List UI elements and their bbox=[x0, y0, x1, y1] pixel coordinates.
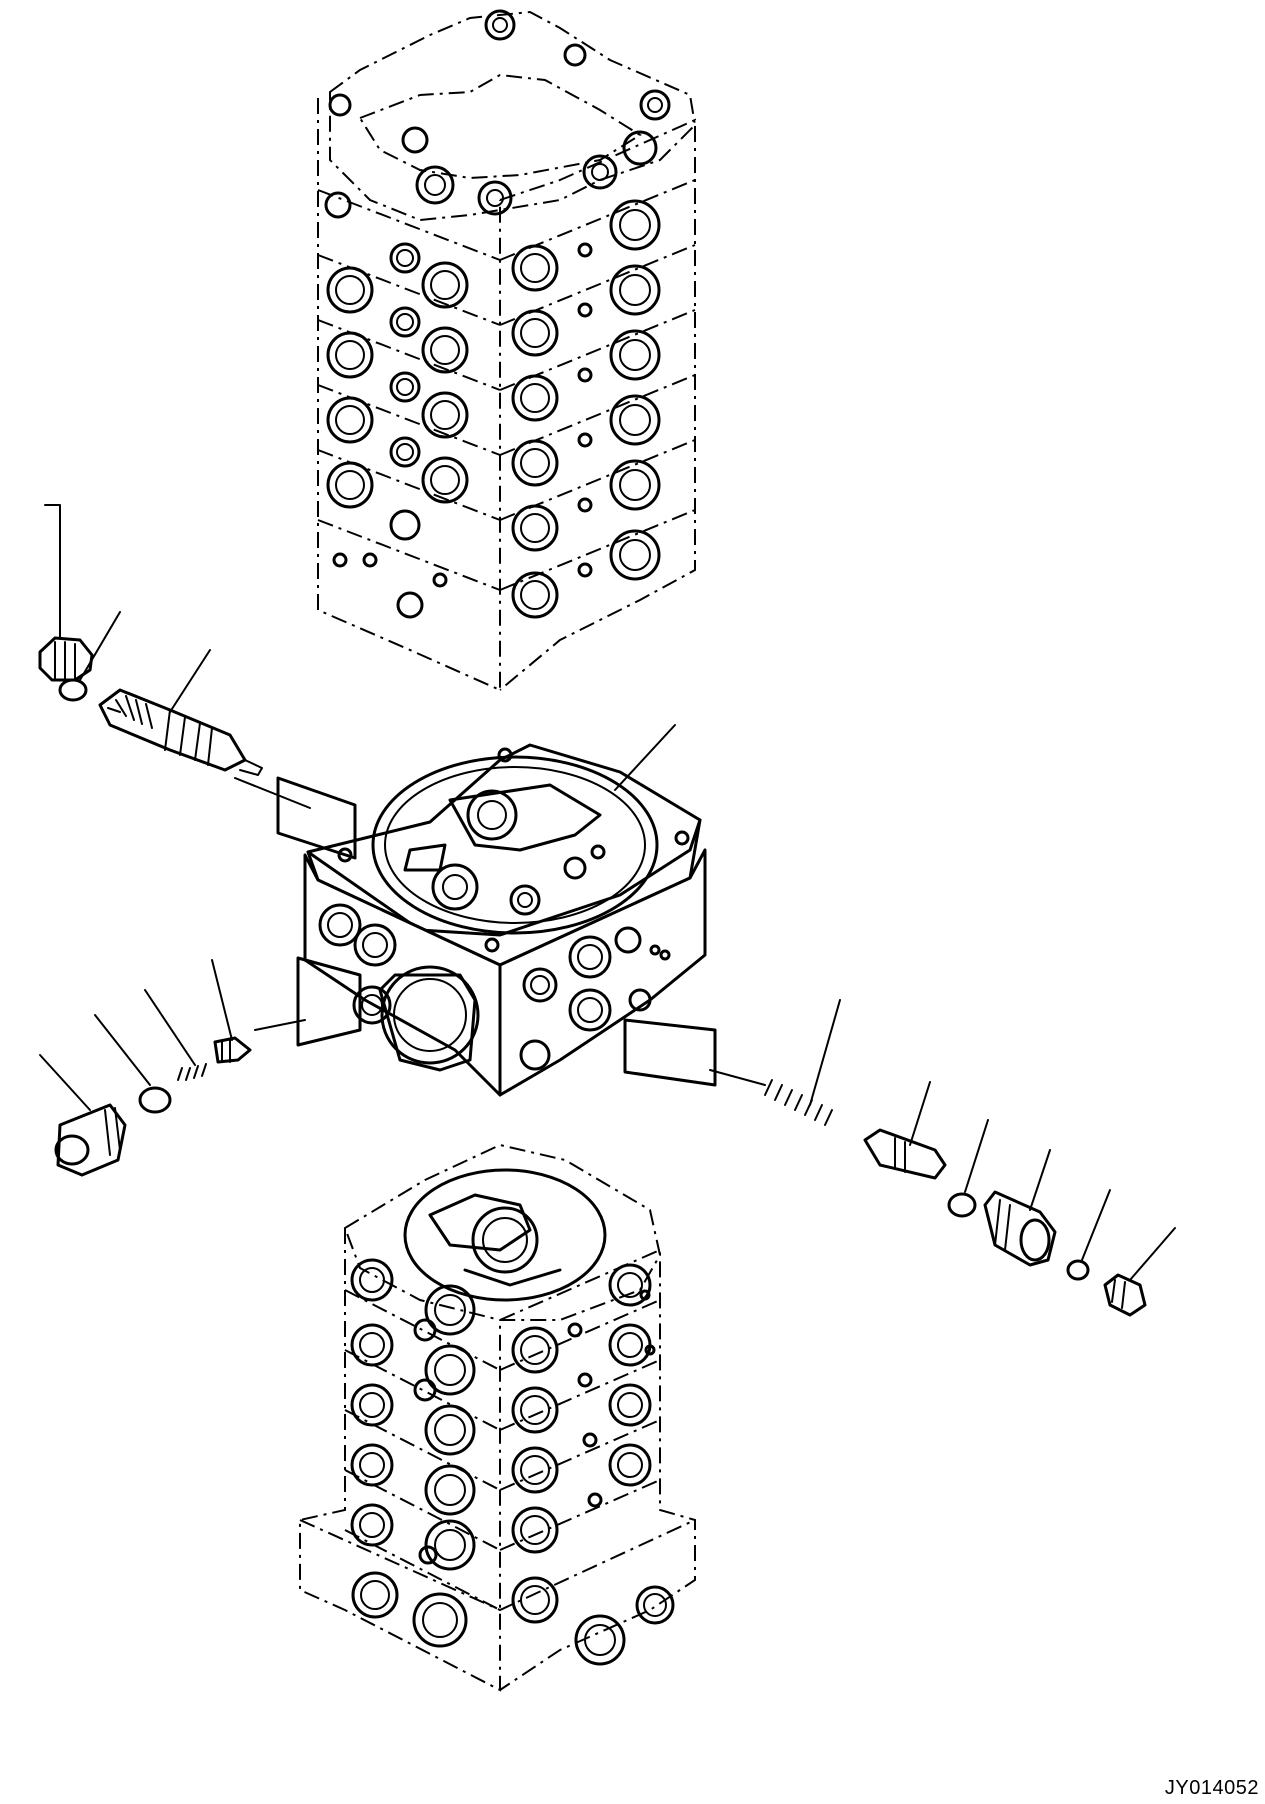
right-small-o-ring-part bbox=[1066, 1189, 1111, 1281]
section-plane-left-bottom bbox=[296, 956, 362, 1047]
valve-block-leader bbox=[614, 724, 676, 791]
upper-valve-stack bbox=[317, 9, 697, 692]
left-relief-plug-part bbox=[39, 1054, 127, 1177]
left-relief-o-ring-part bbox=[94, 1014, 172, 1114]
left-plug-part bbox=[38, 504, 94, 682]
relief-axis-line bbox=[254, 1019, 766, 1086]
right-o-ring-part bbox=[947, 1119, 989, 1218]
spool-axis-line bbox=[234, 777, 311, 809]
spool-part bbox=[98, 649, 263, 776]
drawing-code: JY014052 bbox=[1164, 1777, 1259, 1799]
right-small-plug-part bbox=[1103, 1227, 1176, 1317]
section-plane-left-top bbox=[276, 776, 357, 860]
left-relief-spring-part bbox=[144, 989, 207, 1081]
left-poppet-part bbox=[211, 959, 252, 1064]
lower-valve-stack bbox=[299, 1143, 696, 1692]
right-relief-plug-part bbox=[983, 1149, 1057, 1267]
valve-block-section bbox=[303, 743, 707, 1097]
section-plane-right bbox=[623, 1018, 717, 1087]
right-poppet-part bbox=[863, 1081, 947, 1180]
left-o-ring-part bbox=[58, 611, 121, 702]
right-spring-part bbox=[764, 999, 841, 1126]
